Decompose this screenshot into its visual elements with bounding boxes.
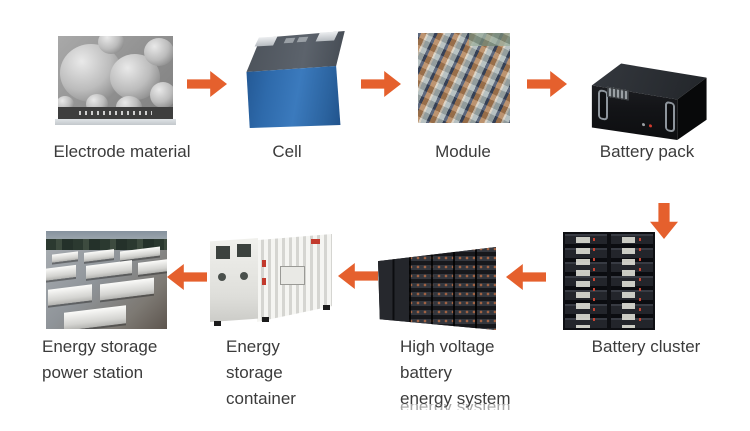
stage-label-module: Module xyxy=(435,142,491,161)
container-vent xyxy=(236,243,252,258)
energy-storage-container-image xyxy=(210,232,332,326)
energy-storage-power-station-image xyxy=(46,231,167,329)
hv-cabinet-doors xyxy=(378,247,409,330)
container-warning-sticker xyxy=(261,278,266,285)
hv-cabinet-dividers xyxy=(408,247,496,330)
container-foot xyxy=(214,321,221,326)
container-label xyxy=(311,239,320,245)
cell-front-face xyxy=(246,66,341,128)
stage-label-electrode-material: Electrode material xyxy=(53,142,191,161)
stage-label-high-voltage-battery-energy-system: High voltage battery energy system xyxy=(400,337,511,408)
container-vent xyxy=(215,245,231,259)
container-foot xyxy=(262,317,269,322)
arrow-right-icon xyxy=(527,71,567,97)
container-access-panel xyxy=(279,265,305,286)
container-foot xyxy=(323,305,330,310)
stage-label-cell: Cell xyxy=(272,142,302,161)
hv-battery-energy-system-image xyxy=(378,247,496,330)
cluster-rack xyxy=(610,234,653,328)
container-warning-sticker xyxy=(261,260,266,268)
clipped-text-artifact: energy system xyxy=(400,404,540,410)
container-round-vent xyxy=(217,273,226,282)
stage-label-battery-cluster: Battery cluster xyxy=(591,337,701,356)
pack-indicator-led xyxy=(649,124,652,128)
pack-indicator-led xyxy=(642,122,645,127)
battery-cluster-image xyxy=(563,232,655,330)
container-end-face xyxy=(210,238,258,322)
cluster-rack xyxy=(565,234,608,328)
arrow-right-icon xyxy=(187,71,227,97)
pack-handle xyxy=(665,100,675,133)
module-background xyxy=(468,33,510,46)
battery-pack-image xyxy=(587,62,709,140)
container-round-vent xyxy=(239,271,248,280)
stage-label-energy-storage-power-station: Energy storage power station xyxy=(42,337,158,382)
stage-label-battery-pack: Battery pack xyxy=(599,142,695,161)
arrow-left-icon xyxy=(506,264,546,290)
sem-particle xyxy=(150,82,173,108)
sem-scalebar xyxy=(58,107,173,120)
arrow-right-icon xyxy=(361,71,401,97)
arrow-left-icon xyxy=(338,263,378,289)
stage-label-energy-storage-container: Energy storage container xyxy=(226,337,296,408)
pack-terminal-block xyxy=(607,86,629,101)
module-image xyxy=(418,33,510,123)
cell-image xyxy=(240,28,348,128)
sem-particle xyxy=(98,36,124,54)
image-pedestal xyxy=(55,119,176,125)
container-corrugated-side xyxy=(257,234,332,322)
clipped-text: energy system xyxy=(400,404,540,410)
photo-treeline xyxy=(46,239,167,251)
sem-particle xyxy=(144,38,173,66)
electrode-material-image xyxy=(58,36,173,120)
arrow-left-icon xyxy=(167,264,207,290)
